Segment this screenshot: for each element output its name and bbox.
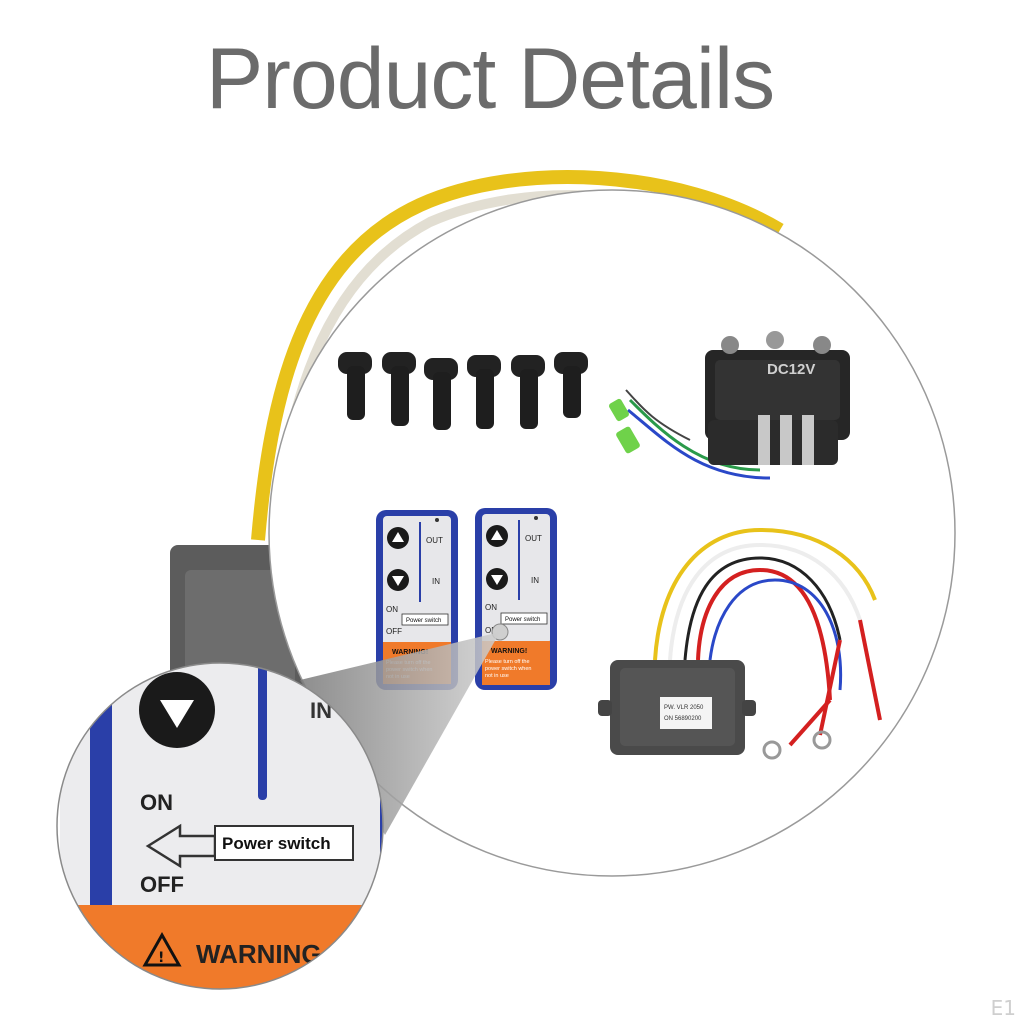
terminal-boots: [338, 352, 588, 430]
remote-2-out-label: OUT: [525, 534, 542, 543]
zoom-in-label: IN: [310, 698, 332, 723]
remote-1-warning-label: WARNING!: [392, 649, 428, 656]
remote-1-off-label: OFF: [386, 627, 402, 636]
zoom-on-label: ON: [140, 790, 173, 815]
remote-1-on-label: ON: [386, 605, 398, 614]
remote-2-warning-text-3: not in use: [485, 673, 509, 679]
receiver-box: PW. VLR 2050 ON 56890200: [598, 527, 920, 760]
zoom-off-label: OFF: [140, 872, 184, 897]
remote-2-warning-text-1: Please turn off the: [485, 659, 530, 665]
remote-2-in-label: IN: [531, 576, 539, 585]
receiver-sticker-line-1: PW. VLR 2050: [664, 705, 704, 711]
receiver-sticker-line-2: ON 56890200: [664, 716, 702, 722]
solenoid-contactor: DC12V: [609, 331, 850, 480]
zoom-warning-label: WARNING: [196, 939, 322, 969]
remote-1-switch-label: Power switch: [406, 618, 441, 624]
remote-2-warning-label: WARNING!: [491, 648, 527, 655]
remote-transmitter-2: OUT IN ON OFF Power switch WARNING! Plea…: [475, 508, 557, 690]
zoom-switch-label: Power switch: [222, 834, 331, 853]
corner-mark: E1: [990, 996, 1016, 1020]
remote-2-switch-label: Power switch: [505, 617, 540, 623]
page-title: Product Details: [205, 31, 775, 127]
remote-2-warning-text-2: power switch when: [485, 666, 531, 672]
solenoid-label: DC12V: [767, 361, 815, 378]
zoom-connector: [300, 632, 500, 835]
warning-triangle-icon: !: [158, 950, 164, 966]
remote-1-out-label: OUT: [426, 536, 443, 545]
remote-2-on-label: ON: [485, 603, 497, 612]
remote-1-in-label: IN: [432, 577, 440, 586]
zoom-inset: IN ON OFF Power switch ! WARNING: [56, 662, 384, 990]
winch-cable-yellow: [251, 170, 784, 541]
